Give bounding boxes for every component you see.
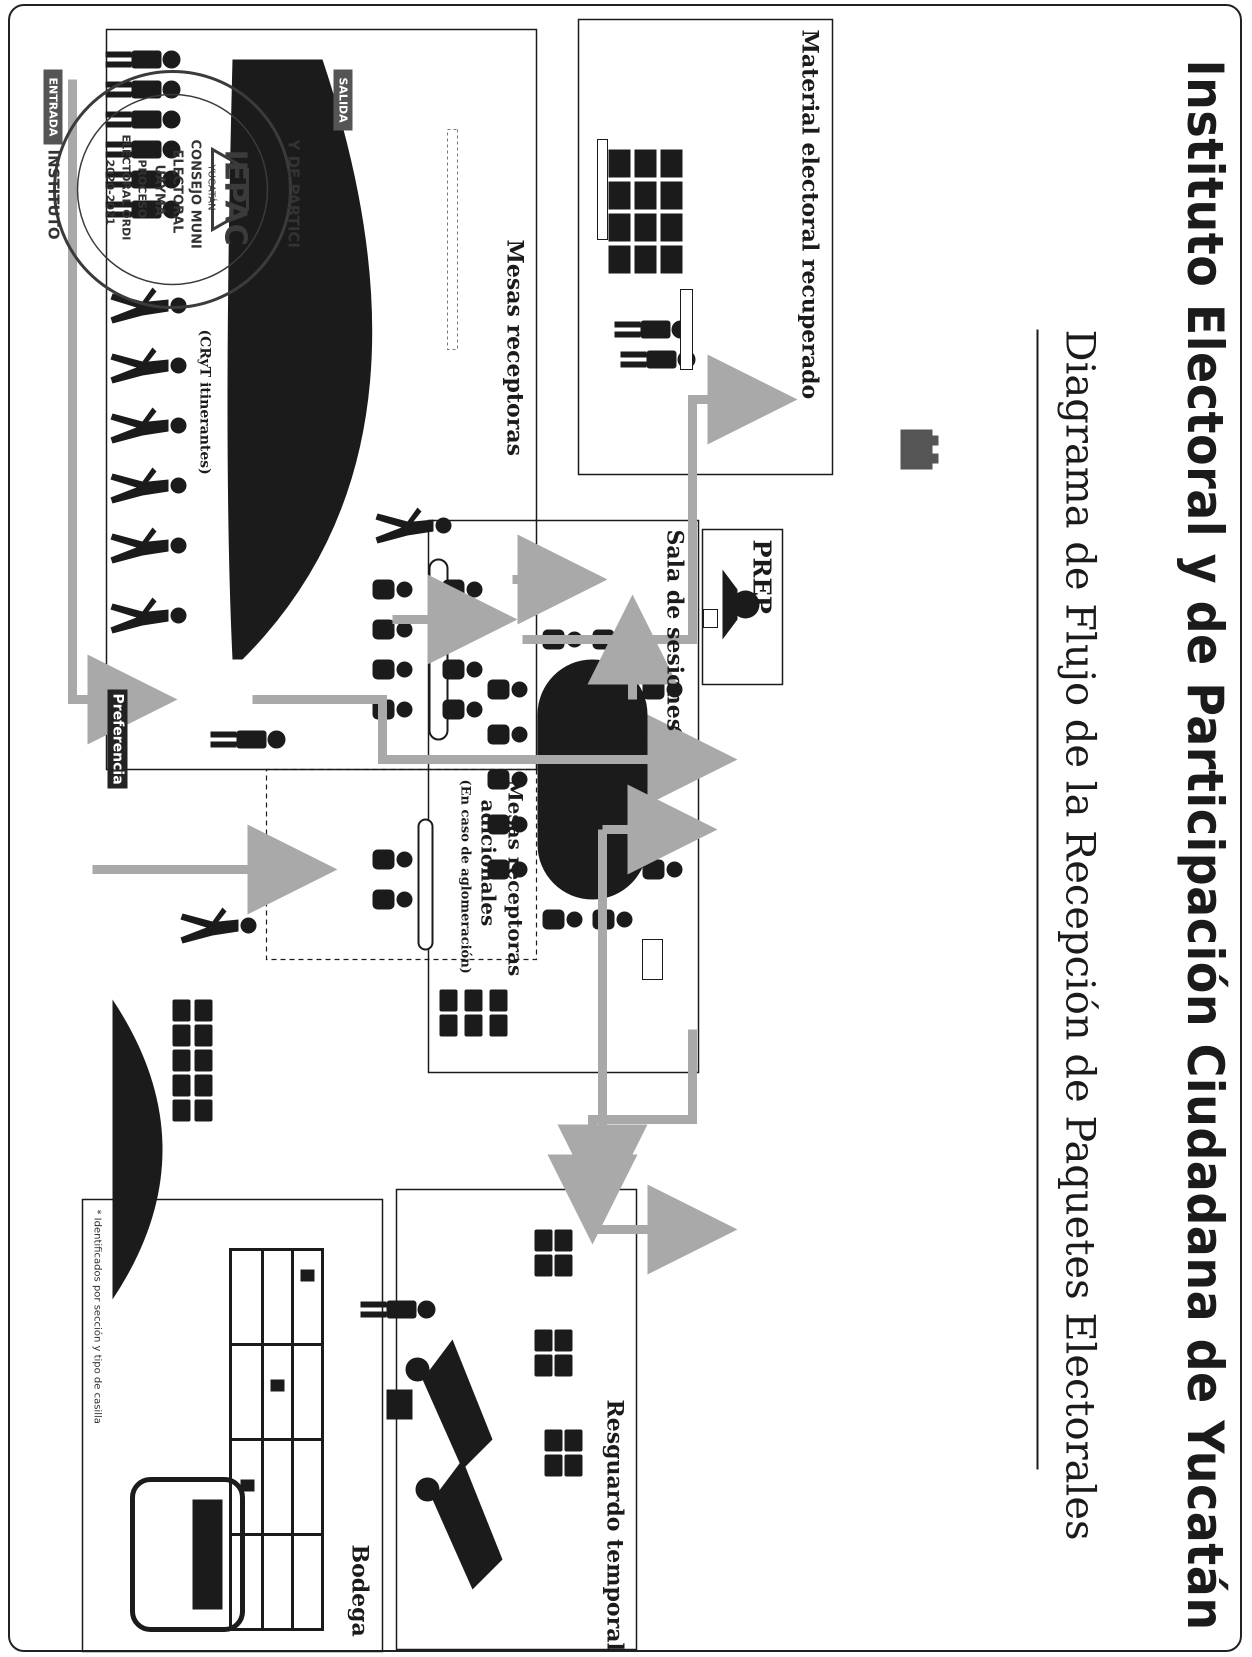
seal-line4: PROCESO — [135, 159, 149, 219]
preferencia-sign: Preferencia — [107, 689, 128, 789]
mesas-label: Mesas receptoras — [501, 239, 528, 456]
page-frame — [8, 4, 1242, 1652]
session-table — [537, 659, 648, 900]
seal-logo: IEPAC — [217, 149, 253, 246]
prep-operator — [731, 590, 760, 619]
prep-desk — [722, 569, 738, 640]
mesas-walker-icon — [375, 507, 452, 544]
resguardo-label: Resguardo temporal — [601, 1399, 628, 1651]
mesas-adicionales-note: (En caso de aglomeración) — [457, 779, 473, 974]
material-person-icon — [614, 320, 690, 339]
seal-line1: CONSEJO MUNI — [187, 139, 203, 249]
flow-arrow-bodega-a — [547, 1029, 697, 1245]
mesas-adicionales-box — [265, 768, 538, 961]
adicional-seat-2 — [372, 889, 413, 910]
seal-top-text: Y DE PARTICI — [284, 139, 303, 249]
mesas-tables — [372, 558, 483, 741]
seal-line6: 2020-2021 — [103, 159, 117, 226]
iepac-seal — [53, 70, 292, 309]
flow-arrow-to-mesas — [252, 695, 738, 805]
seal-line3: UAYMA — [151, 164, 167, 216]
page-subtitle: Diagrama de Flujo de la Recepción de Paq… — [1056, 329, 1103, 1541]
unload-boxes — [172, 999, 213, 1122]
truck-icon — [130, 1477, 245, 1632]
seal-line2: ELECTORAL — [169, 149, 185, 234]
prep-box — [701, 528, 784, 686]
page-title: Instituto Electoral y de Participación C… — [1176, 59, 1235, 1631]
entrada-sign: ENTRADA — [43, 69, 63, 145]
sala-document — [642, 939, 663, 980]
flow-arrows — [68, 79, 798, 1275]
resguardo-trucks — [405, 1339, 503, 1590]
cryt-label: (CRyT itinerantes) — [196, 329, 213, 475]
prep-document — [703, 609, 718, 628]
seal-state: YUCATÁN — [205, 164, 217, 211]
adicional-table — [417, 818, 434, 951]
seal-line5: ELECTORAL ORDI — [119, 134, 133, 241]
material-table — [680, 289, 693, 370]
bodega-shelves — [229, 1248, 324, 1631]
preferencia-person-icon — [210, 730, 286, 749]
mesas-adicionales-label-1: Mesas receptoras — [503, 779, 528, 977]
mesas-adicionales-label-2: adicionales — [476, 799, 501, 927]
sala-label: Sala de sesiones — [661, 529, 688, 732]
conveyor — [447, 129, 458, 350]
seal-bottom-text: INSTITUTO — [44, 149, 63, 240]
material-boxes-grid — [597, 139, 683, 274]
cryt-people — [110, 287, 187, 634]
material-box — [577, 18, 834, 476]
bodega-box — [81, 1198, 384, 1653]
bodega-person-icon — [360, 1300, 436, 1319]
prep-label: PREP — [747, 539, 777, 614]
adicional-seat — [372, 849, 413, 870]
resguardo-box — [395, 1188, 638, 1651]
cart-walker-icon — [180, 907, 257, 944]
tent-canopy — [227, 59, 373, 660]
bodega-label: Bodega — [346, 1544, 373, 1637]
flow-arrow-material — [522, 354, 798, 644]
salida-sign: SALIDA — [333, 69, 353, 131]
bodega-scanner-icon — [386, 1389, 413, 1420]
material-label: Material electoral recuperado — [796, 29, 823, 400]
battery-icon — [900, 429, 939, 470]
resguardo-pallets — [534, 1229, 583, 1477]
unload-tent — [112, 999, 163, 1300]
bodega-note: * Identificados por sección y tipo de ca… — [91, 1209, 103, 1424]
sala-box-stack — [439, 989, 508, 1037]
